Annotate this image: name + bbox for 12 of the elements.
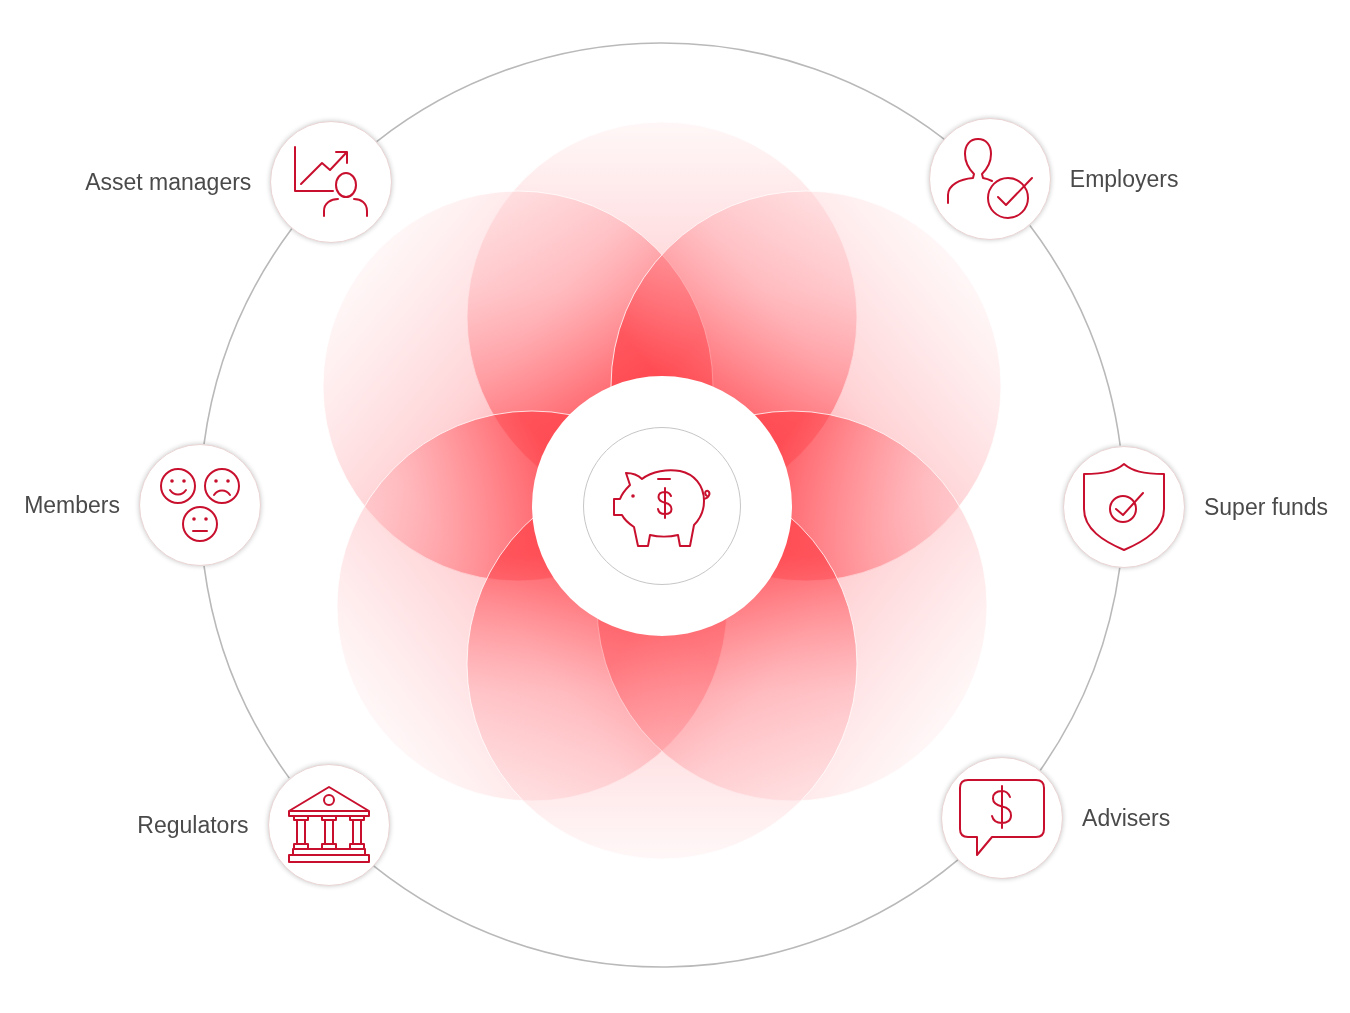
stakeholder-label: Regulators [137,810,249,839]
ring-arc [1029,224,1121,447]
stakeholder-label: Advisers [1082,803,1171,832]
ring-arc [372,859,959,968]
stakeholder-label: Asset managers [85,168,252,197]
ring-arc [203,565,291,779]
ring-arc [375,42,945,143]
ring-arc [1039,566,1121,771]
ring-arc [203,227,293,445]
stakeholder-label: Members [24,491,120,519]
stakeholder-label: Super funds [1204,492,1328,521]
stakeholder-label: Employers [1069,165,1179,194]
